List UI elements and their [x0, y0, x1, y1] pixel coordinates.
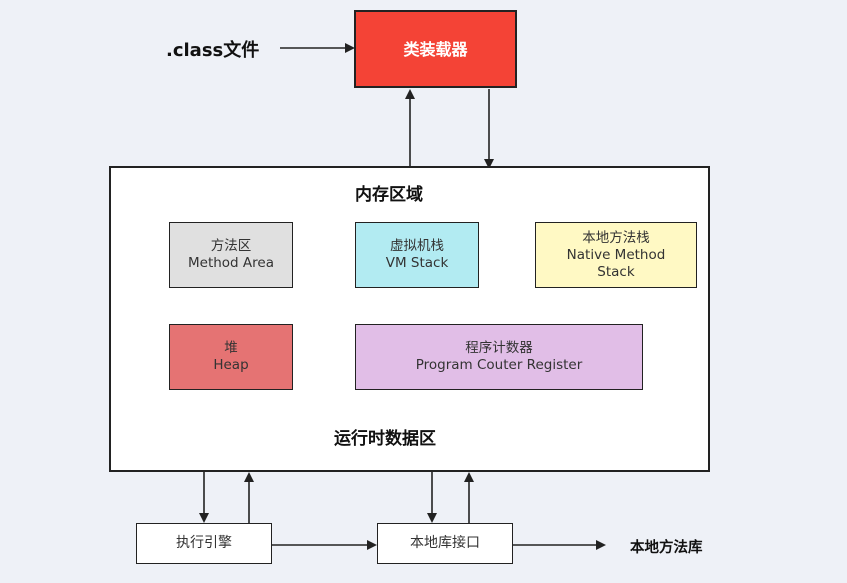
execution-engine-label: 执行引擎	[176, 535, 232, 551]
native-interface-label: 本地库接口	[410, 535, 480, 551]
memory-area	[109, 166, 710, 472]
native-interface-box: 本地库接口	[377, 523, 513, 564]
method-area-box: 方法区 Method Area	[169, 222, 293, 288]
method-area-label-cn: 方法区	[210, 238, 252, 254]
vm-stack-box: 虚拟机栈 VM Stack	[355, 222, 479, 288]
runtime-data-area-label: 运行时数据区	[334, 429, 436, 449]
memory-area-title: 内存区域	[355, 185, 423, 205]
program-counter-box: 程序计数器 Program Couter Register	[355, 324, 643, 390]
program-counter-label-cn: 程序计数器	[465, 340, 533, 356]
class-loader-box: 类装载器	[354, 10, 517, 88]
vm-stack-label-en: VM Stack	[385, 255, 449, 271]
heap-label-en: Heap	[213, 357, 249, 373]
vm-stack-label-cn: 虚拟机栈	[390, 238, 444, 254]
native-method-stack-label-cn: 本地方法栈	[582, 229, 650, 246]
native-method-stack-box: 本地方法栈 Native Method Stack	[535, 222, 697, 288]
native-method-stack-label-en2: Stack	[597, 263, 635, 280]
native-method-stack-label-en1: Native Method	[566, 246, 666, 263]
native-library-label: 本地方法库	[630, 540, 703, 556]
method-area-label-en: Method Area	[188, 255, 274, 271]
class-file-label: .class文件	[166, 40, 260, 61]
execution-engine-box: 执行引擎	[136, 523, 272, 564]
heap-box: 堆 Heap	[169, 324, 293, 390]
program-counter-label-en: Program Couter Register	[415, 357, 583, 373]
class-loader-label: 类装载器	[403, 39, 468, 59]
heap-label-cn: 堆	[224, 340, 238, 356]
